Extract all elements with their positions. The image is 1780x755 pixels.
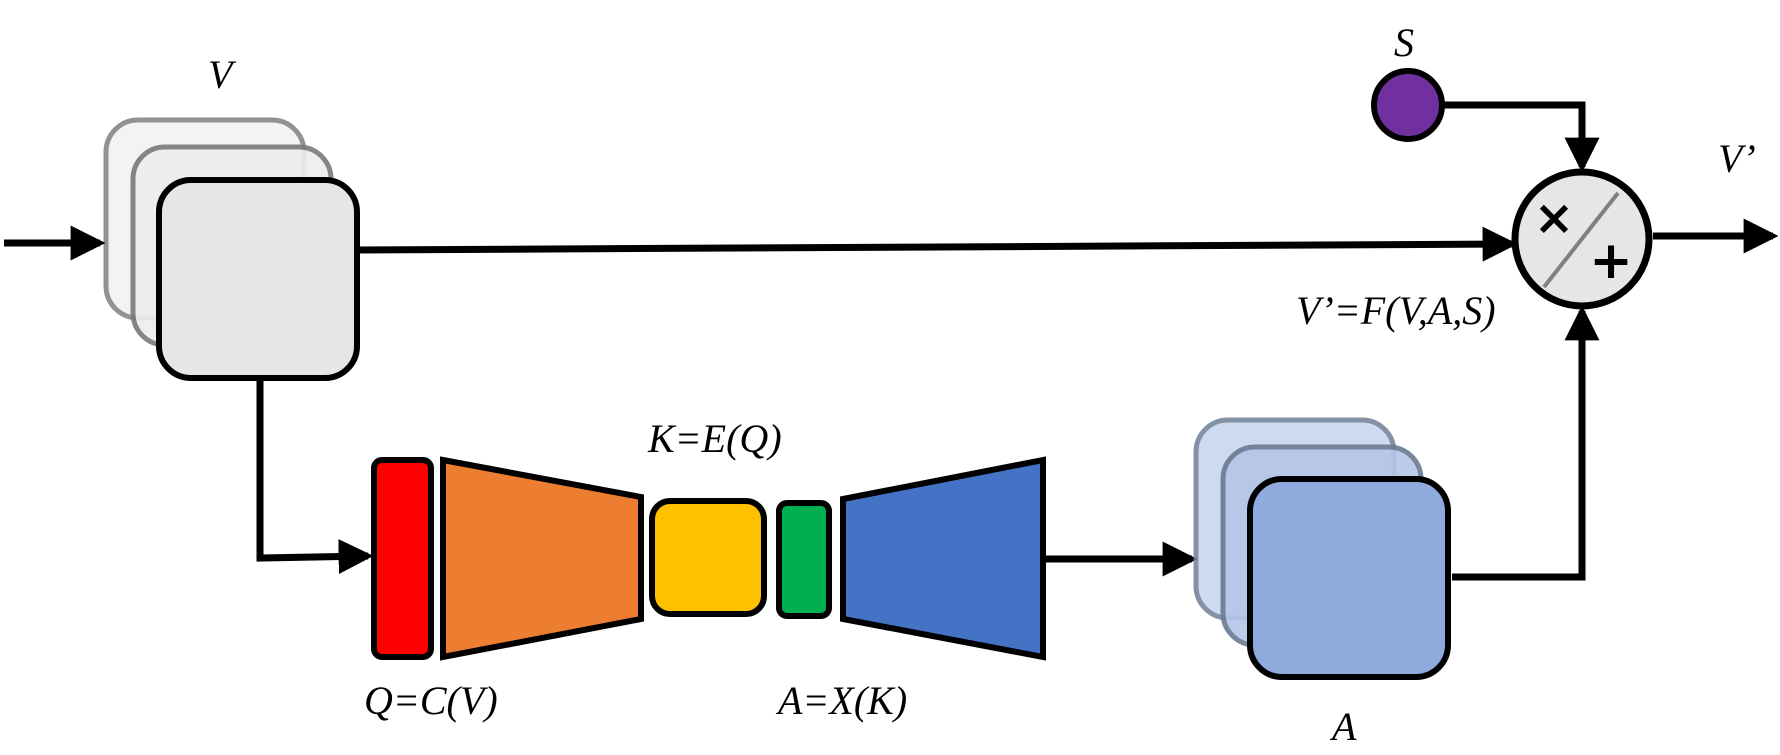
attention-to-operator-arrow: [1452, 305, 1600, 581]
output-label: V’: [1718, 136, 1756, 181]
expand-label: A=X(K): [775, 678, 907, 723]
encoder-block: [440, 456, 644, 661]
scalar-node: [1371, 68, 1445, 142]
operator-slash: [1542, 191, 1620, 289]
input-feature-stack: [103, 117, 360, 381]
expand-block: [776, 500, 832, 619]
attention-map-front: [1247, 476, 1451, 680]
attention-label: A: [1329, 704, 1357, 749]
scalar-label: S: [1394, 20, 1414, 65]
encoder-output-label: K=E(Q): [647, 416, 782, 461]
input-label: V: [208, 52, 237, 97]
scalar-to-operator-arrow: [1442, 101, 1600, 173]
feature-map-front: [156, 177, 360, 381]
multiply-icon: ×: [1534, 190, 1574, 246]
compress-label: Q=C(V): [364, 678, 498, 723]
attention-map-stack: [1193, 417, 1451, 680]
decoder-block: [840, 456, 1046, 661]
branch-arrow: [256, 378, 374, 575]
compress-block: [371, 457, 434, 660]
add-icon: +: [1589, 231, 1633, 291]
fusion-operator: × +: [1511, 168, 1653, 310]
fusion-formula-label: V’=F(V,A,S): [1296, 288, 1496, 333]
skip-connection-arrow: [356, 226, 1518, 262]
latent-block: [649, 498, 767, 617]
